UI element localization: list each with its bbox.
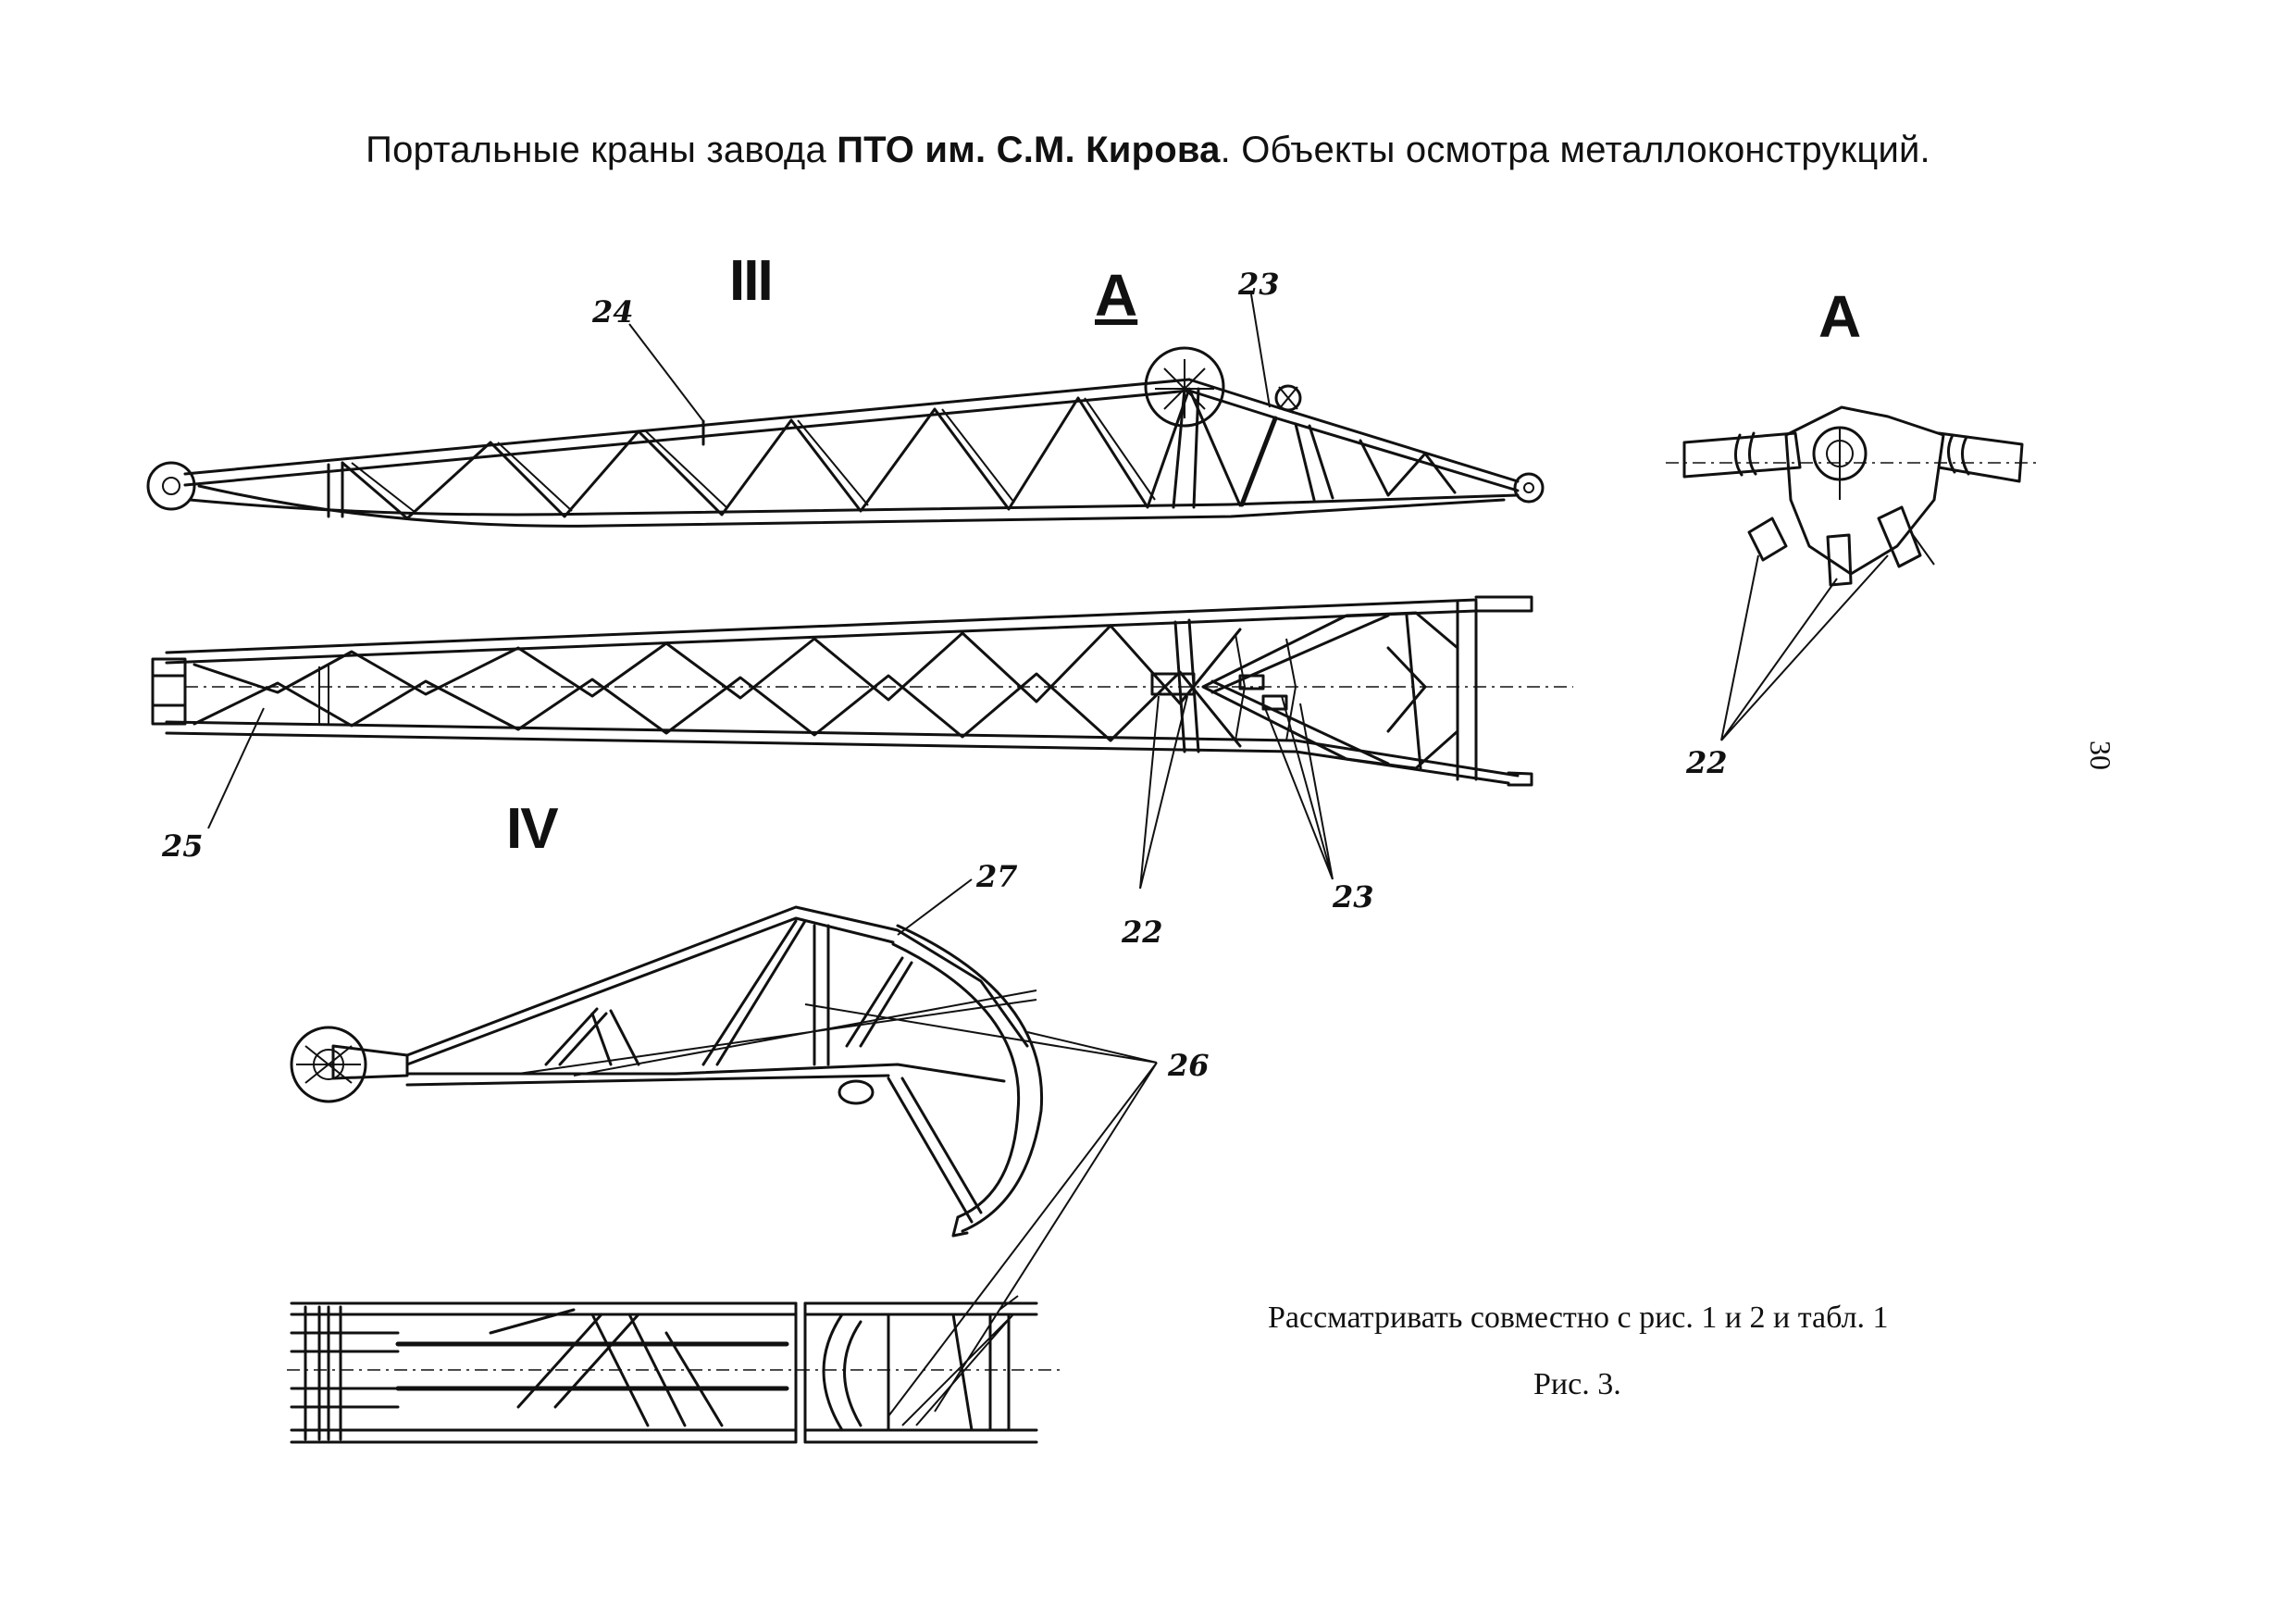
title-part-1: Портальные краны завода bbox=[366, 130, 838, 170]
boom-side-view bbox=[146, 346, 1545, 528]
callout-23-plan: 23 bbox=[1333, 879, 1374, 915]
jib-side-view bbox=[290, 905, 1044, 1238]
callout-22-detail: 22 bbox=[1686, 745, 1728, 780]
callout-26: 26 bbox=[1168, 1048, 1210, 1083]
leader-lines bbox=[207, 293, 1334, 1417]
callout-23-top: 23 bbox=[1238, 267, 1280, 302]
title-plant-name: ПТО им. С.М. Кирова bbox=[837, 130, 1221, 170]
view-iii-label: III bbox=[729, 249, 774, 313]
detail-a-view bbox=[1666, 405, 2036, 741]
title-part-2: . Объекты осмотра металлоконструкций. bbox=[1220, 130, 1930, 170]
page-title: Портальные краны завода ПТО им. С.М. Кир… bbox=[0, 130, 2296, 171]
callout-25: 25 bbox=[162, 828, 204, 864]
view-iv-label: IV bbox=[506, 797, 559, 861]
callout-22-plan: 22 bbox=[1122, 915, 1163, 950]
detail-a-title: A bbox=[1818, 283, 1862, 350]
figure-caption: Рис. 3. bbox=[1533, 1367, 1621, 1401]
boom-plan-view bbox=[151, 595, 1573, 787]
page-number: 30 bbox=[2084, 741, 2117, 770]
section-a-marker: A bbox=[1095, 262, 1138, 329]
callout-27: 27 bbox=[976, 859, 1018, 894]
reference-note: Рассматривать совместно с рис. 1 и 2 и т… bbox=[1268, 1301, 1889, 1335]
jib-plan-view bbox=[287, 1295, 1064, 1444]
callout-24: 24 bbox=[592, 294, 634, 330]
